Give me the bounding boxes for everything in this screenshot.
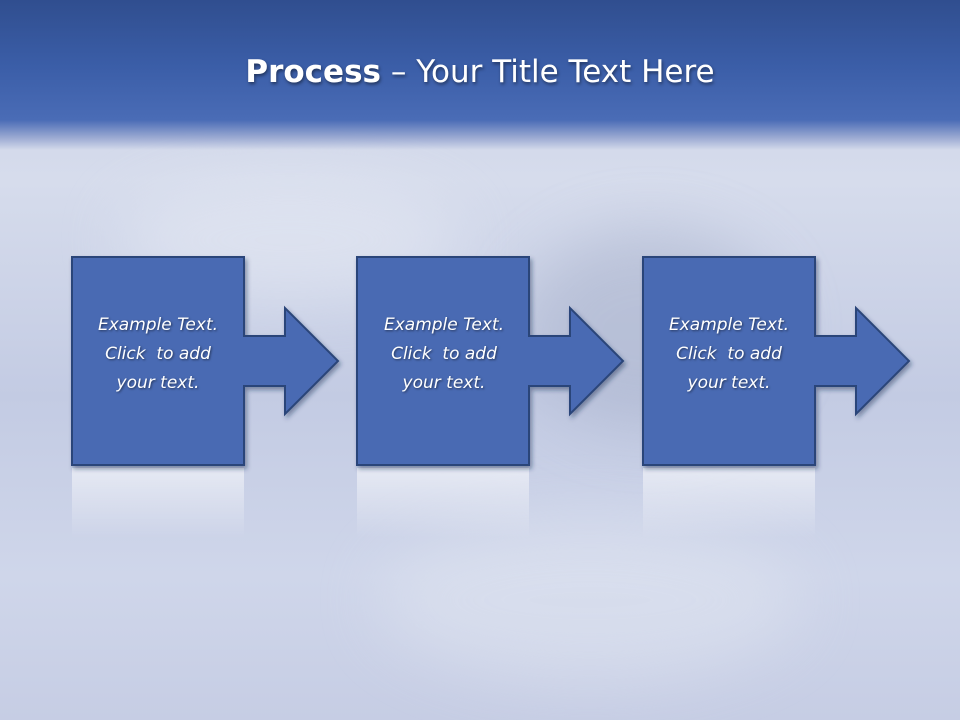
- step-3-arrow[interactable]: [642, 256, 911, 466]
- step-3-reflection: [643, 468, 815, 538]
- process-step-2[interactable]: [356, 256, 625, 538]
- step-3-line-2: Click to add: [676, 344, 782, 364]
- step-2-line-3: your text.: [402, 373, 486, 393]
- slide-title[interactable]: Process – Your Title Text Here: [0, 54, 960, 90]
- step-2-arrow[interactable]: [356, 256, 625, 466]
- step-1-line-2: Click to add: [105, 344, 211, 364]
- title-bar: [0, 0, 960, 150]
- background-texture: [380, 520, 800, 680]
- step-2-reflection: [357, 468, 529, 538]
- title-rest: – Your Title Text Here: [381, 54, 715, 90]
- step-1-text[interactable]: Example Text. Click to add your text.: [72, 311, 244, 398]
- step-1-arrow[interactable]: [71, 256, 340, 466]
- step-1-reflection: [72, 468, 244, 538]
- process-step-3[interactable]: [642, 256, 911, 538]
- step-1-line-1: Example Text.: [97, 315, 219, 335]
- step-2-text[interactable]: Example Text. Click to add your text.: [358, 311, 530, 398]
- title-bold: Process: [245, 54, 381, 90]
- step-3-line-3: your text.: [687, 373, 771, 393]
- step-2-line-1: Example Text.: [383, 315, 505, 335]
- step-3-text[interactable]: Example Text. Click to add your text.: [643, 311, 815, 398]
- step-2-line-2: Click to add: [391, 344, 497, 364]
- step-3-line-1: Example Text.: [668, 315, 790, 335]
- process-step-1[interactable]: [71, 256, 340, 538]
- step-1-line-3: your text.: [116, 373, 200, 393]
